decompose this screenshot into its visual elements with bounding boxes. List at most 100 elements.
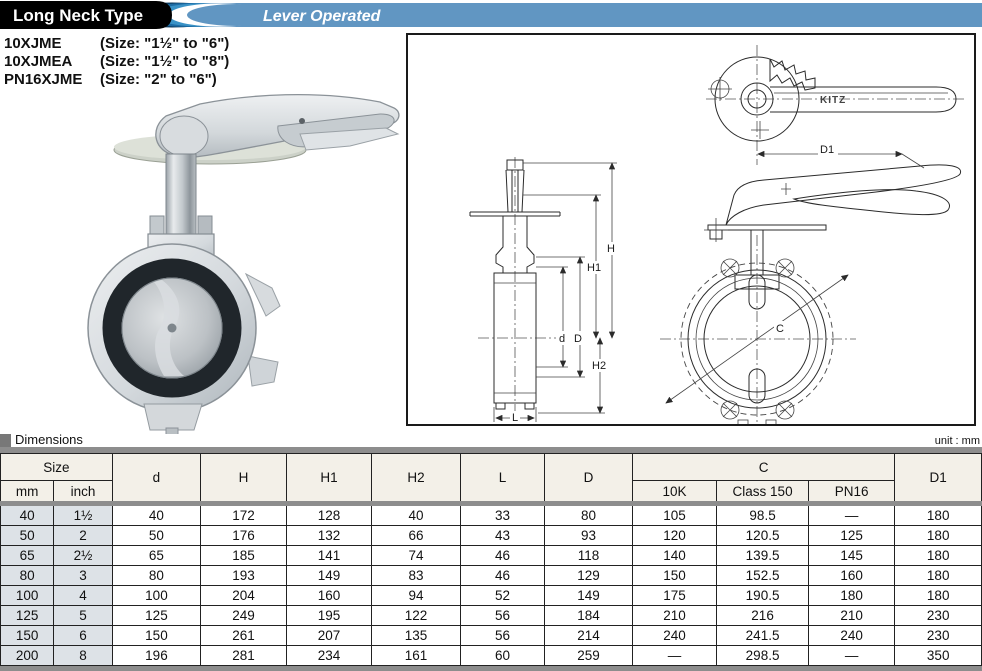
table-cell: 152.5 [716, 565, 809, 586]
dimensions-header: Dimensions unit : mm [0, 432, 982, 448]
table-cell: 140 [631, 545, 718, 566]
table-cell: 94 [371, 585, 461, 606]
model-line: PN16XJME(Size: "2" to "6") [4, 71, 229, 89]
table-cell: 160 [285, 585, 373, 606]
table-cell: — [807, 645, 896, 666]
col-header-H: H [200, 453, 287, 506]
table-cell: 4 [53, 585, 113, 606]
table-cell: 1½ [53, 503, 113, 526]
valve-disc [121, 277, 223, 379]
table-cell: 125 [111, 605, 202, 626]
table-cell: 176 [200, 525, 287, 546]
table-cell: 122 [371, 605, 461, 626]
table-cell: 2 [53, 525, 113, 546]
top-view: KITZ D1 [706, 45, 964, 169]
table-cell: 50 [0, 525, 55, 546]
model-line: 10XJME(Size: "1½" to "6") [4, 35, 229, 53]
table-cell: 214 [544, 625, 633, 646]
table-bottom-bar [0, 666, 982, 671]
table-cell: 74 [371, 545, 461, 566]
table-cell: 184 [544, 605, 633, 626]
brand-label: KITZ [820, 95, 846, 106]
table-cell: 145 [807, 545, 896, 566]
table-cell: 60 [459, 645, 546, 666]
table-cell: 33 [459, 503, 546, 526]
table-cell: 216 [716, 605, 809, 626]
table-cell: 50 [111, 525, 202, 546]
table-cell: 180 [894, 503, 982, 526]
table-cell: 139.5 [716, 545, 809, 566]
table-cell: 230 [894, 625, 982, 646]
table-cell: 180 [894, 545, 982, 566]
table-cell: 66 [371, 525, 461, 546]
table-cell: 150 [111, 625, 202, 646]
table-cell: 149 [544, 585, 633, 606]
table-cell: 298.5 [716, 645, 809, 666]
table-cell: 259 [544, 645, 633, 666]
table-cell: 210 [807, 605, 896, 626]
dimension-label-D: D [574, 333, 582, 345]
col-header-class150: Class 150 [716, 480, 809, 506]
table-cell: — [807, 503, 896, 526]
table-cell: 150 [0, 625, 55, 646]
table-cell: 5 [53, 605, 113, 626]
table-cell: 350 [894, 645, 982, 666]
table-cell: 65 [111, 545, 202, 566]
table-cell: 40 [371, 503, 461, 526]
table-cell: 193 [200, 565, 287, 586]
table-cell: 161 [371, 645, 461, 666]
table-cell: 204 [200, 585, 287, 606]
model-name: 10XJME [4, 35, 62, 52]
table-cell: 195 [285, 605, 373, 626]
table-cell: 83 [371, 565, 461, 586]
table-cell: 100 [111, 585, 202, 606]
table-cell: 52 [459, 585, 546, 606]
table-top-bar [0, 447, 982, 453]
table-cell: 230 [894, 605, 982, 626]
table-cell: 120 [631, 525, 718, 546]
model-list: 10XJME(Size: "1½" to "6")10XJMEA(Size: "… [4, 35, 229, 89]
table-cell: — [631, 645, 718, 666]
technical-drawing: d D H1 H H2 [406, 33, 976, 426]
unit-label: unit : mm [934, 435, 980, 447]
table-cell: 46 [459, 545, 546, 566]
table-cell: 249 [200, 605, 287, 626]
table-cell: 118 [544, 545, 633, 566]
table-cell: 128 [285, 503, 373, 526]
col-header-size: Size [0, 453, 113, 481]
table-cell: 175 [631, 585, 718, 606]
table-cell: 125 [0, 605, 55, 626]
lever-handle [155, 93, 400, 159]
table-cell: 40 [0, 503, 55, 526]
table-cell: 125 [807, 525, 896, 546]
front-view: d D H1 H H2 [469, 157, 618, 424]
table-cell: 180 [894, 525, 982, 546]
table-cell: 40 [111, 503, 202, 526]
handle-trigger [299, 127, 400, 151]
section-title: Dimensions [15, 432, 83, 447]
dimension-label-c: C [776, 323, 784, 335]
dimension-label-d: d [559, 333, 565, 345]
rubber-seat [102, 258, 242, 398]
col-header-D1: D1 [894, 453, 982, 506]
dimensions-table: Size d H H1 H2 L D C D1 mm inch 10K Clas… [0, 453, 982, 666]
dimensions-table-wrap: Size d H H1 H2 L D C D1 mm inch 10K Clas… [0, 447, 982, 671]
header-bar: Long Neck Type Lever Operated [0, 0, 982, 30]
col-header-inch: inch [53, 480, 113, 506]
col-header-L: L [459, 453, 546, 506]
model-name: 10XJMEA [4, 53, 73, 70]
col-header-10k: 10K [631, 480, 718, 506]
col-header-H2: H2 [371, 453, 461, 506]
table-cell: 43 [459, 525, 546, 546]
table-cell: 6 [53, 625, 113, 646]
table-cell: 132 [285, 525, 373, 546]
table-cell: 120.5 [716, 525, 809, 546]
table-cell: 80 [0, 565, 55, 586]
valve-foot [143, 403, 203, 431]
table-cell: 207 [285, 625, 373, 646]
